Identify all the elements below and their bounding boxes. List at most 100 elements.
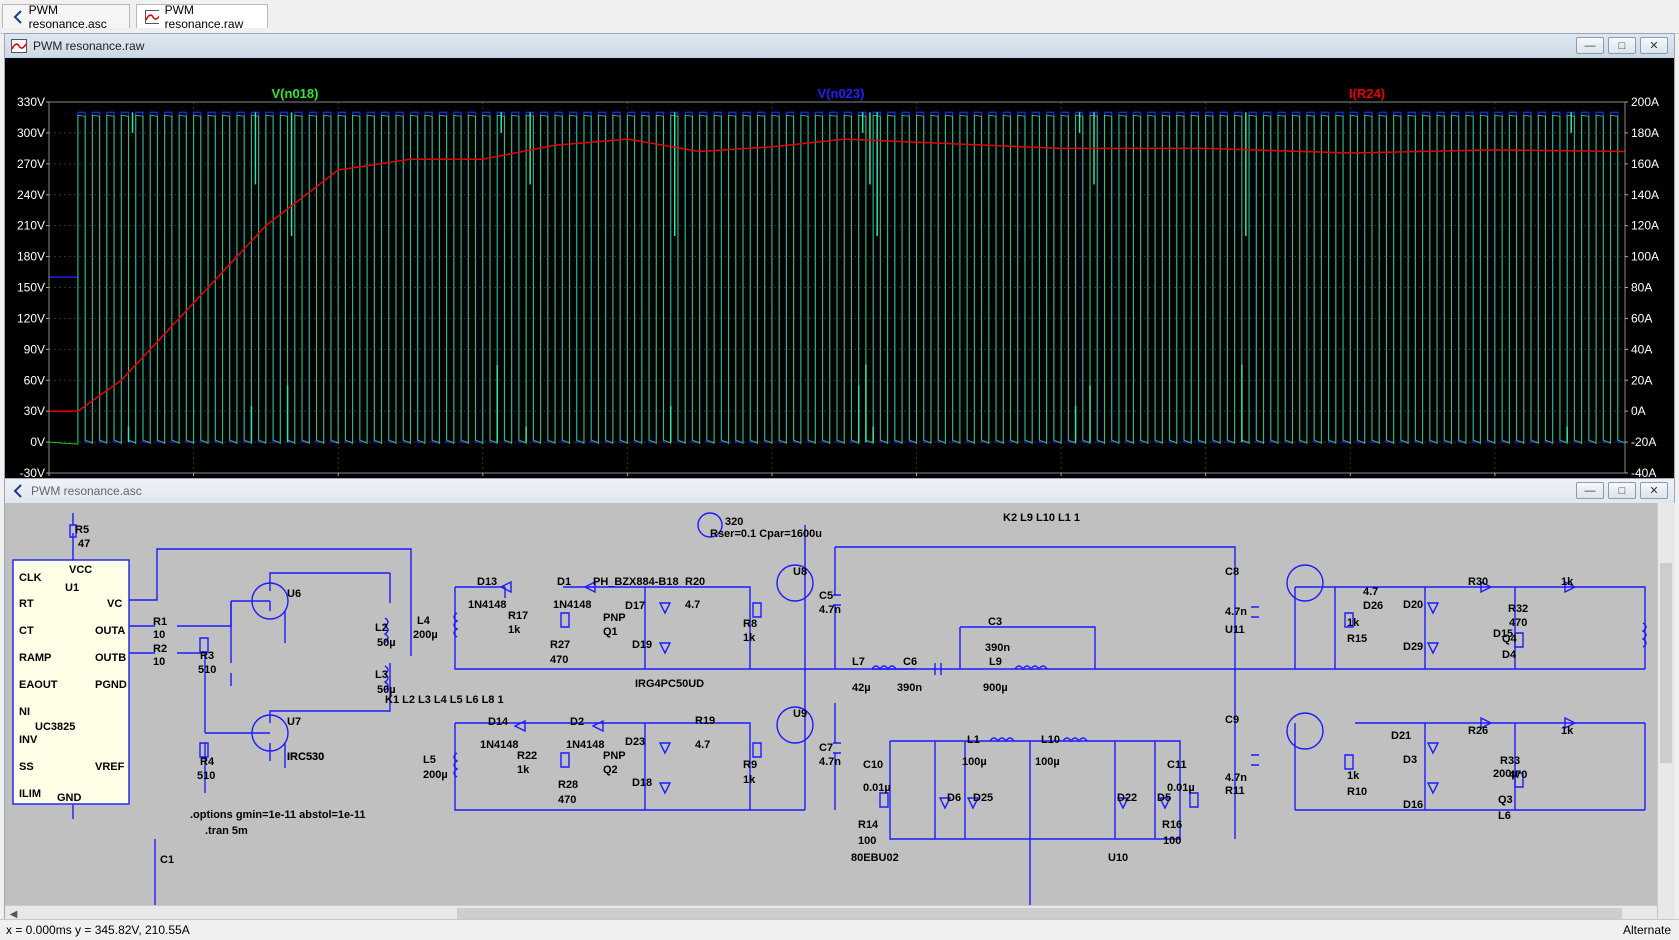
schematic-label[interactable]: D20 [1403, 599, 1423, 611]
schematic-titlebar[interactable]: PWM resonance.asc — □ ✕ [5, 479, 1674, 503]
schematic-label[interactable]: 4.7 [1363, 586, 1378, 598]
schematic-label[interactable]: 470 [558, 794, 576, 806]
schematic-label[interactable]: L4 [417, 615, 431, 627]
schematic-label[interactable]: 4.7 [685, 599, 700, 611]
schematic-label[interactable]: 200µ [413, 629, 438, 641]
waveform-chart[interactable]: 330V300V270V240V210V180V150V120V90V60V30… [5, 58, 1674, 501]
schematic-label[interactable]: 100µ [1035, 756, 1060, 768]
schematic-label[interactable]: 1k [1561, 725, 1574, 737]
schematic-label[interactable]: ILIM [19, 788, 41, 800]
schematic-label[interactable]: D6 [947, 792, 961, 804]
schematic-label[interactable]: D25 [973, 792, 993, 804]
schematic-label[interactable]: U11 [1225, 624, 1245, 636]
schematic-label[interactable]: C3 [988, 616, 1002, 628]
schematic-label[interactable]: 1k [743, 632, 756, 644]
schematic-label[interactable]: L5 [423, 754, 436, 766]
minimize-button[interactable]: — [1576, 482, 1604, 499]
schematic-label[interactable]: R4 [200, 756, 215, 768]
schematic-label[interactable]: R26 [1468, 725, 1488, 737]
schematic-label[interactable]: D23 [625, 736, 645, 748]
schematic-label[interactable]: 1k [508, 624, 521, 636]
schematic-label[interactable]: 320 [725, 516, 743, 528]
schematic-label[interactable]: 470 [1509, 769, 1527, 781]
schematic-label[interactable]: INV [19, 734, 38, 746]
schematic-label[interactable]: L2 [375, 622, 388, 634]
schematic-label[interactable]: U1 [65, 582, 79, 594]
schematic-label[interactable]: 10 [153, 656, 165, 668]
schematic-label[interactable]: D5 [1157, 792, 1171, 804]
trace-label-v-n023[interactable]: V(n023) [818, 86, 865, 101]
schematic-label[interactable]: L9 [989, 656, 1002, 668]
schematic-label[interactable]: D14 [488, 716, 509, 728]
schematic-label[interactable]: OUTA [95, 625, 125, 637]
schematic-label[interactable]: 4.7n [819, 604, 841, 616]
waveform-titlebar[interactable]: PWM resonance.raw — □ ✕ [5, 34, 1674, 58]
schematic-label[interactable]: OUTB [95, 652, 126, 664]
schematic-label[interactable]: R27 [550, 639, 570, 651]
schematic-label[interactable]: CT [19, 625, 34, 637]
schematic-label[interactable]: R10 [1347, 786, 1367, 798]
schematic-label[interactable]: R8 [743, 618, 757, 630]
schematic-label[interactable]: C9 [1225, 714, 1239, 726]
schematic-label[interactable]: D21 [1391, 730, 1411, 742]
schematic-label[interactable]: 200µ [423, 769, 448, 781]
spice-directive-options[interactable]: .options gmin=1e-11 abstol=1e-11 [190, 809, 365, 821]
trace-label-i-r24[interactable]: I(R24) [1349, 86, 1385, 101]
minimize-button[interactable]: — [1576, 37, 1604, 54]
schematic-label[interactable]: 1k [743, 774, 756, 786]
schematic-label[interactable]: 0.01µ [863, 782, 891, 794]
schematic-label[interactable]: R14 [858, 819, 879, 831]
maximize-button[interactable]: □ [1608, 37, 1636, 54]
schematic-label[interactable]: 1N4148 [468, 599, 507, 611]
schematic-label[interactable]: PNP [603, 750, 626, 762]
schematic-label[interactable]: 510 [198, 664, 216, 676]
schematic-label[interactable]: IRG4PC50UD [635, 678, 704, 690]
tab-schematic[interactable]: PWM resonance.asc [2, 3, 130, 31]
schematic-label[interactable]: D17 [625, 600, 645, 612]
schematic-label[interactable]: 1k [517, 764, 530, 776]
schematic-label[interactable]: RT [19, 598, 34, 610]
schematic-label[interactable]: Rser=0.1 Cpar=1600u [710, 528, 822, 540]
schematic-label[interactable]: 1N4148 [553, 599, 592, 611]
schematic-label[interactable]: UC3825 [35, 721, 75, 733]
schematic-label[interactable]: U10 [1108, 852, 1128, 864]
horizontal-scroll-thumb[interactable] [457, 908, 1622, 920]
schematic-label[interactable]: 100µ [962, 756, 987, 768]
schematic-label[interactable]: IRC530 [287, 751, 324, 763]
schematic-label[interactable]: D2 [570, 716, 584, 728]
schematic-label[interactable]: L7 [852, 656, 865, 668]
close-button[interactable]: ✕ [1640, 482, 1668, 499]
schematic-label[interactable]: D1 [557, 576, 571, 588]
schematic-label[interactable]: L3 [375, 669, 388, 681]
schematic-label[interactable]: D29 [1403, 641, 1423, 653]
schematic-label[interactable]: U9 [793, 708, 807, 720]
schematic-label[interactable]: R20 [685, 576, 705, 588]
schematic-label[interactable]: R3 [200, 650, 214, 662]
spice-directive-tran[interactable]: .tran 5m [205, 825, 248, 837]
schematic-label[interactable]: 1N4148 [566, 739, 605, 751]
schematic-label[interactable]: 100 [858, 835, 876, 847]
schematic-label[interactable]: D16 [1403, 799, 1423, 811]
schematic-label[interactable]: R32 [1508, 603, 1528, 615]
schematic-label[interactable]: 4.7 [695, 739, 710, 751]
schematic-label[interactable]: 42µ [852, 682, 871, 694]
schematic-label[interactable]: Q2 [603, 764, 618, 776]
schematic-label[interactable]: L10 [1041, 734, 1060, 746]
schematic-label[interactable]: K2 L9 L10 L1 1 [1003, 512, 1080, 524]
schematic-label[interactable]: 50µ [377, 684, 396, 696]
schematic-label[interactable]: CLK [19, 572, 42, 584]
schematic-label[interactable]: SS [19, 761, 34, 773]
schematic-label[interactable]: L1 [967, 734, 980, 746]
schematic-label[interactable]: K1 L2 L3 L4 L5 L6 L8 1 [385, 694, 504, 706]
schematic-label[interactable]: R9 [743, 759, 757, 771]
schematic-label[interactable]: PH_BZX884-B18 [593, 576, 679, 588]
schematic-label[interactable]: C11 [1167, 759, 1187, 771]
schematic-label[interactable]: VCC [69, 564, 92, 576]
schematic-label[interactable]: RAMP [19, 652, 51, 664]
schematic-label[interactable]: 1N4148 [480, 739, 519, 751]
schematic-label[interactable]: 390n [985, 642, 1010, 654]
schematic-label[interactable]: D22 [1117, 792, 1137, 804]
vertical-scrollbar[interactable] [1657, 503, 1675, 922]
schematic-label[interactable]: PNP [603, 612, 626, 624]
schematic-label[interactable]: 900µ [983, 682, 1008, 694]
